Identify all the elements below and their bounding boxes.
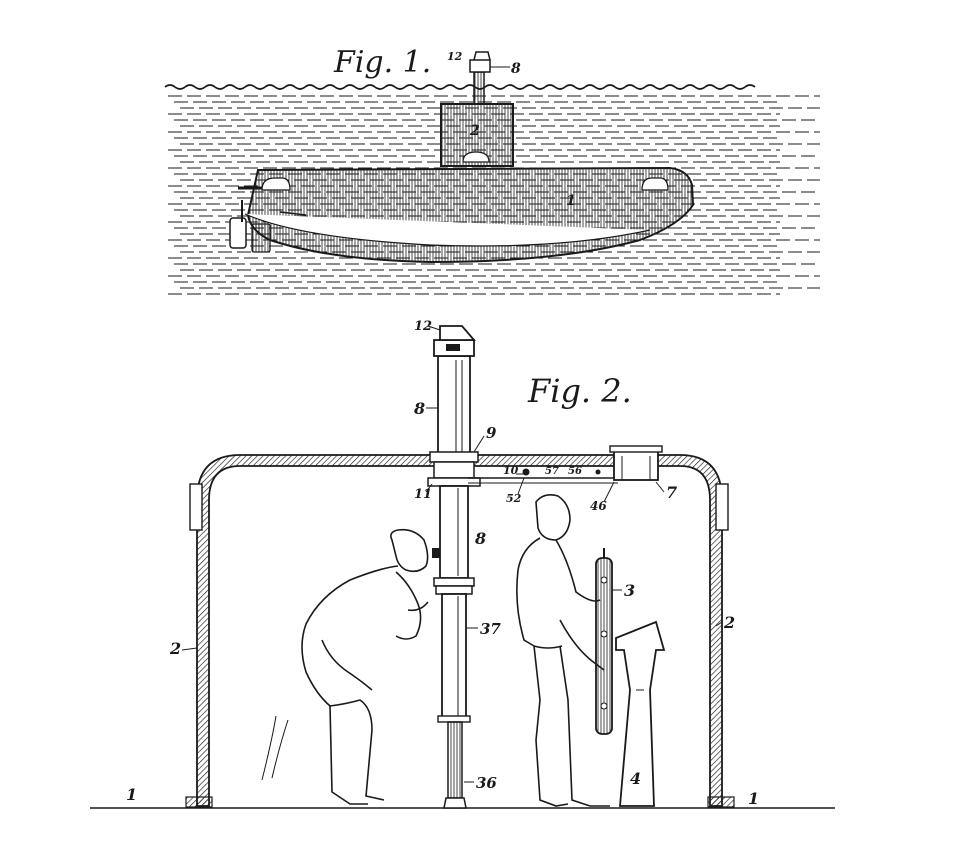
fig2-label-2-left: 2 (169, 639, 181, 658)
fig2-label-37: 37 (480, 620, 501, 638)
fig1-label-2: 2 (469, 123, 480, 139)
water-surface (164, 84, 756, 90)
fig2-label-9: 9 (486, 424, 497, 442)
fig2-label-3: 3 (624, 581, 635, 600)
periscope-upper (437, 355, 471, 457)
periscope-base (447, 721, 463, 799)
figure-2: Fig. 2. (90, 319, 835, 809)
fig2-label-8b: 8 (474, 529, 486, 548)
figure-person-left (301, 528, 429, 805)
fig2-label-57: 57 (545, 466, 559, 477)
fig2-label-36: 36 (476, 774, 497, 792)
fig2-title: Fig. 2. (527, 372, 632, 410)
fig2-label-1-left: 1 (126, 785, 137, 804)
fig2-label-52: 52 (506, 492, 522, 505)
fig2-label-7: 7 (666, 483, 677, 502)
fig1-title: Fig. 1. (333, 45, 431, 80)
control-stand (615, 620, 666, 807)
fig2-label-46: 46 (590, 499, 607, 513)
fig1-label-1: 1 (566, 193, 576, 209)
fig2-label-11: 11 (414, 487, 432, 502)
periscope-middle (439, 485, 469, 579)
fig2-label-56: 56 (568, 466, 582, 477)
periscope-tube (473, 71, 485, 105)
fig1-label-8: 8 (511, 61, 521, 77)
figure-person-right (516, 494, 610, 807)
fig2-label-1-right: 1 (748, 789, 759, 808)
roof-box (613, 447, 659, 481)
fig2-label-4: 4 (630, 769, 641, 788)
fig2-label-2-right: 2 (723, 613, 735, 632)
fig2-label-10: 10 (503, 464, 519, 477)
fig2-label-12: 12 (414, 319, 432, 334)
fig1-label-12: 12 (447, 50, 463, 63)
periscope-head (469, 51, 491, 73)
submarine-hull (246, 166, 695, 264)
periscope-lower (441, 593, 467, 719)
fig2-label-8a: 8 (413, 399, 425, 418)
figure-1: Fig. 1. 12 8 2 1 (164, 45, 820, 295)
